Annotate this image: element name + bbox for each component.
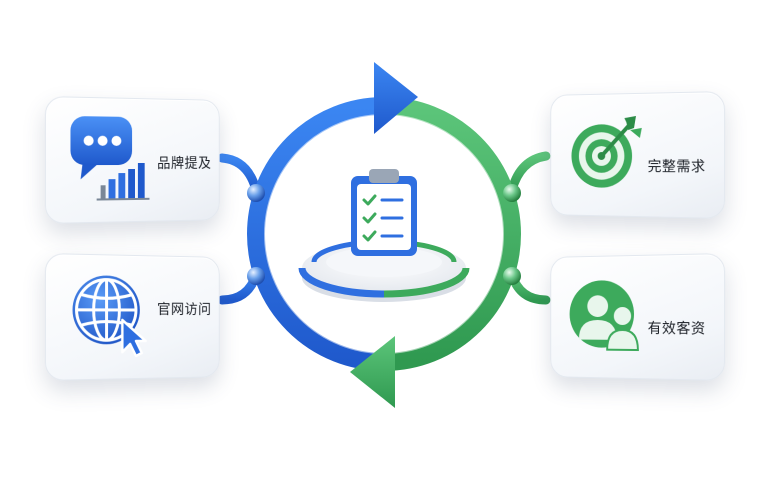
users-icon (569, 280, 648, 362)
card-brand-mention: 品牌提及 (44, 96, 220, 224)
card-label: 品牌提及 (157, 156, 212, 172)
ring-blue-arc (247, 97, 385, 371)
card-valid-lead: 有效客资 (550, 253, 726, 381)
connector-tl (217, 153, 261, 195)
card-label: 完整需求 (647, 159, 706, 176)
globe-cursor-icon (66, 269, 155, 361)
clipboard-checklist-icon (351, 169, 417, 256)
bead-br (503, 267, 521, 285)
card-website-visit: 官网访问 (44, 253, 220, 381)
card-complete-demand: 完整需求 (550, 91, 726, 219)
connector-tr (507, 151, 551, 195)
bead-tr (503, 184, 521, 202)
card-label: 有效客资 (647, 321, 706, 338)
arrow-head-bottom (350, 336, 395, 408)
ring-green-arc (383, 97, 521, 371)
bead-bl (247, 267, 265, 285)
chat-bubble-chart-icon (70, 116, 155, 204)
bead-tl (247, 184, 265, 202)
card-label: 官网访问 (157, 302, 212, 318)
target-arrow-icon (571, 115, 642, 188)
arrow-head-top (374, 62, 418, 134)
